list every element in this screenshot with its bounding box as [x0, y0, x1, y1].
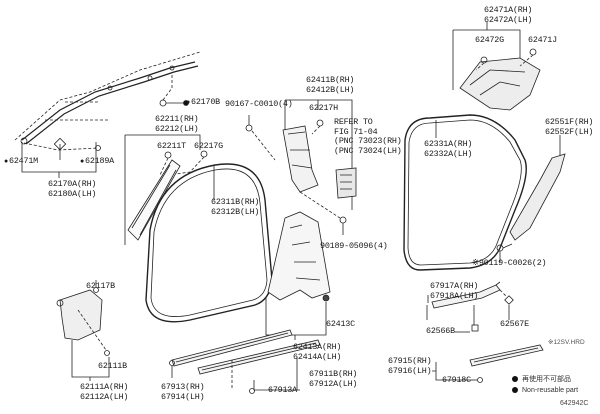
part-label-62551f[interactable]: 62551F(RH) 62552F(LH)	[545, 117, 594, 137]
cowl-side-trim	[56, 280, 110, 381]
part-label-62472g[interactable]: 62472G	[475, 35, 504, 45]
bullet-icon	[512, 387, 518, 393]
front-pillar-garnish	[124, 134, 208, 245]
part-label-62413a[interactable]: 62413A(RH) 62414A(LH)	[293, 342, 342, 362]
part-label-67917a[interactable]: 67917A(RH) 67918A(LH)	[430, 281, 479, 301]
part-label-62111b[interactable]: 62111B	[98, 361, 127, 371]
roof-side-airbag	[14, 51, 201, 145]
part-label-62566b[interactable]: 62566B	[426, 326, 455, 336]
part-label-67918c[interactable]: 67918C	[442, 375, 471, 385]
part-label-62471a[interactable]: 62471A(RH) 62472A(LH)	[484, 5, 533, 25]
quarter-pillar-garnish	[496, 135, 566, 262]
part-label-62170a[interactable]: 62170A(RH) 62180A(LH)	[48, 179, 97, 199]
spec-note: ※12SV.HRD	[548, 339, 585, 346]
clip-62170b	[159, 72, 189, 107]
center-pillar-upper-garnish	[282, 99, 353, 235]
part-label-62189a[interactable]: 62189A	[80, 156, 114, 168]
front-door-weatherstrip	[145, 163, 273, 323]
part-label-62211[interactable]: 62211(RH) 62212(LH)	[155, 114, 199, 134]
part-label-90167[interactable]: 90167-C0010(4)	[225, 99, 293, 109]
part-label-67911b[interactable]: 67911B(RH) 67912A(LH)	[309, 369, 358, 389]
reference-note[interactable]: REFER TO FIG 71-04 (PNC 73023(RH) (PNC 7…	[334, 117, 402, 156]
part-label-67913[interactable]: 67913(RH) 67914(LH)	[161, 382, 205, 402]
part-label-62411b[interactable]: 62411B(RH) 62412B(LH)	[306, 75, 355, 95]
part-label-62211t[interactable]: 62211T	[157, 141, 186, 151]
rear-door-scuff-plate	[426, 281, 544, 383]
part-label-62471j[interactable]: 62471J	[528, 35, 557, 45]
rear-door-weatherstrip	[403, 114, 527, 271]
part-label-62413c[interactable]: 62413C	[326, 319, 355, 329]
part-label-90189[interactable]: 90189-05096(4)	[320, 241, 388, 251]
part-label-62217g[interactable]: 62217G	[194, 141, 223, 151]
part-label-62117b[interactable]: 62117B	[86, 281, 115, 291]
center-pillar-lower-garnish	[265, 211, 331, 340]
legend-text-jp: 再使用不可部品	[522, 376, 571, 383]
part-label-62111a[interactable]: 62111A(RH) 62112A(LH)	[80, 382, 129, 402]
part-label-62217h[interactable]: 62217H	[309, 103, 338, 113]
legend-non-reusable-en: Non-reusable part	[512, 386, 578, 396]
part-label-62311b[interactable]: 62311B(RH) 62312B(LH)	[211, 197, 260, 217]
bullet-icon	[512, 376, 518, 382]
part-label-62471m[interactable]: 62471M	[4, 156, 38, 168]
part-label-62331a[interactable]: 62331A(RH) 62332A(LH)	[424, 139, 473, 159]
part-label-67915[interactable]: 67915(RH) 67916(LH)	[388, 356, 432, 376]
part-label-62567e[interactable]: 62567E	[500, 319, 529, 329]
roof-side-inner-garnish	[452, 22, 541, 111]
part-label-67913a[interactable]: 67913A	[268, 385, 297, 395]
legend-text-en: Non-reusable part	[522, 387, 579, 394]
screw-90167	[245, 115, 276, 161]
legend-non-reusable-jp: 再使用不可部品	[512, 375, 571, 385]
seat-belt-guide	[335, 167, 357, 199]
diagram-code: 642942C	[560, 400, 589, 407]
part-label-90119[interactable]: ※90119-C0026(2)	[472, 258, 547, 268]
part-label-62170b[interactable]: 62170B	[186, 97, 220, 109]
front-door-scuff-plate	[169, 329, 321, 394]
